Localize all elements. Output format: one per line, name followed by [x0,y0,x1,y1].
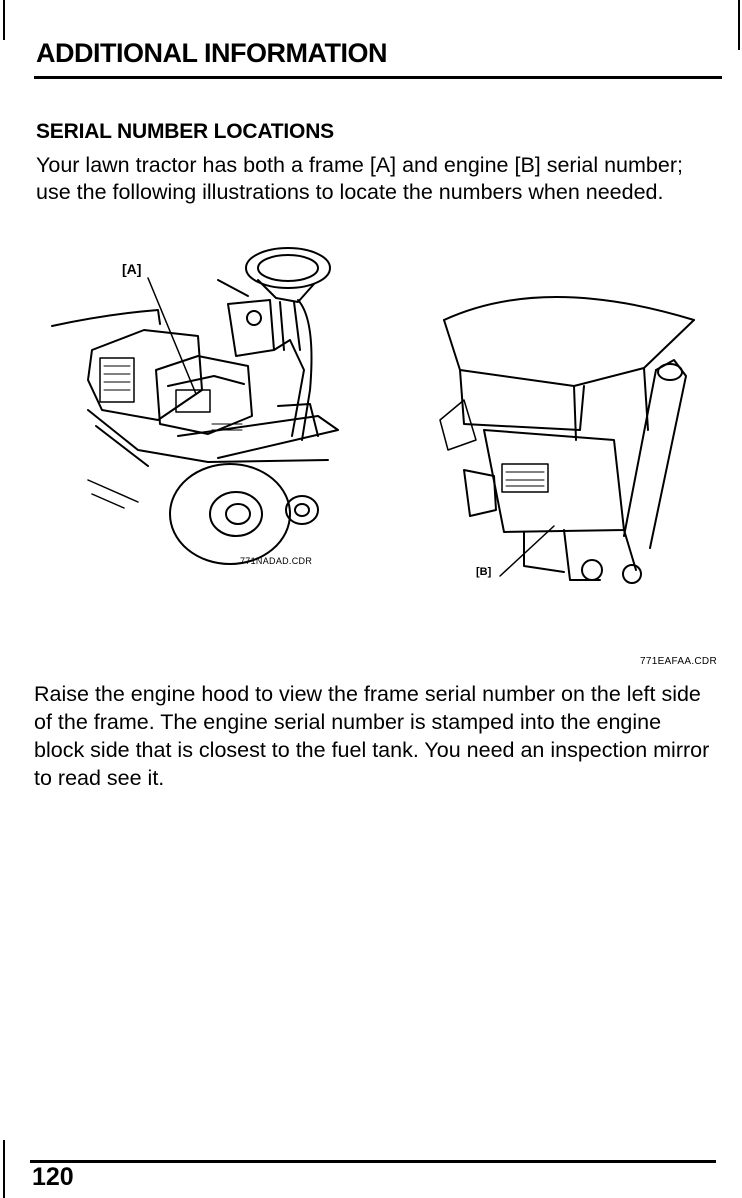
engine-figure-code: 771EAFAA.CDR [640,656,717,667]
page-number: 120 [32,1163,74,1191]
engine-serial-label: [B] [476,566,492,578]
section-title: SERIAL NUMBER LOCATIONS [36,120,334,143]
tractor-frame-illustration [51,247,339,565]
engine-illustration [439,296,695,584]
heading-rule [34,76,722,79]
body-paragraph: Raise the engine hood to view the frame … [34,682,710,790]
page-edge-right [738,0,740,50]
page-edge-left [3,0,5,40]
footer-rule [30,1160,716,1163]
frame-figure-code: 771NADAD.CDR [240,556,313,566]
page-heading: ADDITIONAL INFORMATION [36,38,387,68]
page-edge-left-bottom [3,1140,5,1198]
intro-paragraph: Your lawn tractor has both a frame [A] a… [36,153,683,204]
frame-serial-label: [A] [122,261,142,277]
